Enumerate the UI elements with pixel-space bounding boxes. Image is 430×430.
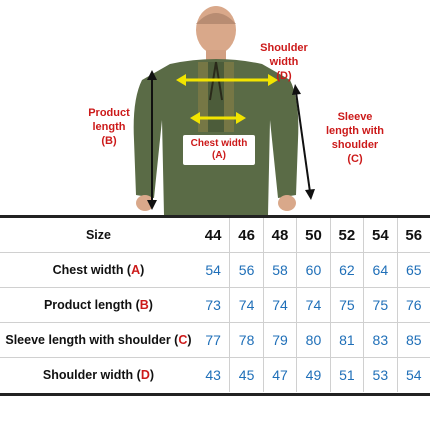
row-label-inner: Product length (B)	[44, 298, 153, 312]
product-length-text: Product length	[88, 107, 130, 133]
table-cell: 75	[329, 287, 364, 323]
product-length-arrow	[147, 70, 157, 210]
row-label: Sleeve length with shoulder (C)	[0, 322, 197, 358]
shoulder-width-text: Shoulder width	[260, 42, 308, 68]
table-cell: 54	[396, 357, 430, 392]
shoulder-width-arrow	[176, 74, 278, 86]
sleeve-length-code: (C)	[347, 153, 363, 165]
table-cell: 62	[329, 252, 364, 288]
row-label-text: Sleeve length with shoulder (	[5, 333, 179, 347]
right-hand	[278, 195, 296, 211]
row-label-suffix: )	[148, 298, 153, 312]
table-cell: 74	[229, 287, 264, 323]
row-label-letter: C	[178, 333, 188, 347]
row-label-letter: A	[131, 263, 141, 277]
chest-width-code: (A)	[212, 150, 226, 161]
size-header-cell: 56	[396, 218, 430, 253]
table-cell: 58	[262, 252, 297, 288]
table-cell: 83	[363, 322, 398, 358]
table-cell: 47	[262, 357, 297, 392]
size-header-cell: 46	[229, 218, 264, 253]
product-length-label: Product length (B)	[76, 92, 142, 162]
row-label-suffix: )	[149, 368, 155, 382]
table-cell: 74	[262, 287, 297, 323]
table-cell: 56	[229, 252, 264, 288]
left-hand	[136, 195, 154, 211]
size-header-cell: 50	[296, 218, 331, 253]
row-label-letter: B	[139, 298, 149, 312]
table-cell: 75	[363, 287, 398, 323]
row-label-suffix: )	[187, 333, 192, 347]
table-cell: 64	[363, 252, 398, 288]
table-cell: 76	[396, 287, 430, 323]
table-cell: 85	[396, 322, 430, 358]
row-label: Product length (B)	[0, 287, 197, 323]
table-cell: 80	[296, 322, 331, 358]
table-cell: 54	[196, 252, 230, 288]
table-cell: 78	[229, 322, 264, 358]
shoulder-width-code: (D)	[276, 70, 292, 82]
table-cell: 81	[329, 322, 364, 358]
table-cell: 53	[363, 357, 398, 392]
sleeve-length-text: Sleeve length with shoulder	[325, 111, 385, 151]
row-label-text: Shoulder width (	[42, 368, 141, 382]
size-header-cell: 52	[329, 218, 364, 253]
table-cell: 74	[296, 287, 331, 323]
shoulder-width-label: Shoulder width (D)	[250, 27, 318, 97]
sleeve-length-arrow	[292, 84, 315, 200]
size-header-label: Size	[0, 218, 197, 253]
row-label-inner: Chest width (A)	[53, 263, 145, 277]
table-cell: 77	[196, 322, 230, 358]
table-cell: 60	[296, 252, 331, 288]
row-label-text: Chest width (	[52, 263, 132, 277]
row-label-inner: Sleeve length with shoulder (C)	[5, 333, 191, 347]
row-label: Chest width (A)	[0, 252, 197, 288]
table-cell: 73	[196, 287, 230, 323]
table-cell: 79	[262, 322, 297, 358]
table-cell: 65	[396, 252, 430, 288]
size-header-cell: 54	[363, 218, 398, 253]
measurement-figure: Shoulder width (D) Product length (B) Sl…	[76, 6, 394, 215]
sleeve-length-label: Sleeve length with shoulder (C)	[316, 96, 394, 180]
row-label: Shoulder width (D)	[0, 358, 197, 393]
row-label-letter: D	[140, 368, 150, 382]
row-label-inner: Shoulder width (D)	[43, 368, 154, 382]
size-header-cell: 44	[196, 218, 230, 253]
table-cell: 45	[229, 357, 264, 392]
table-cell: 49	[296, 357, 331, 392]
size-header-cell: 48	[262, 218, 297, 253]
row-label-suffix: )	[140, 263, 145, 277]
chest-width-arrow	[190, 112, 246, 124]
chest-width-text: Chest width	[190, 138, 248, 149]
chest-width-label: Chest width (A)	[183, 135, 255, 165]
row-label-text: Product length (	[43, 298, 140, 312]
product-length-code: (B)	[101, 135, 117, 147]
table-cell: 51	[329, 357, 364, 392]
model-hair	[196, 13, 236, 24]
table-cell: 43	[205, 367, 221, 383]
